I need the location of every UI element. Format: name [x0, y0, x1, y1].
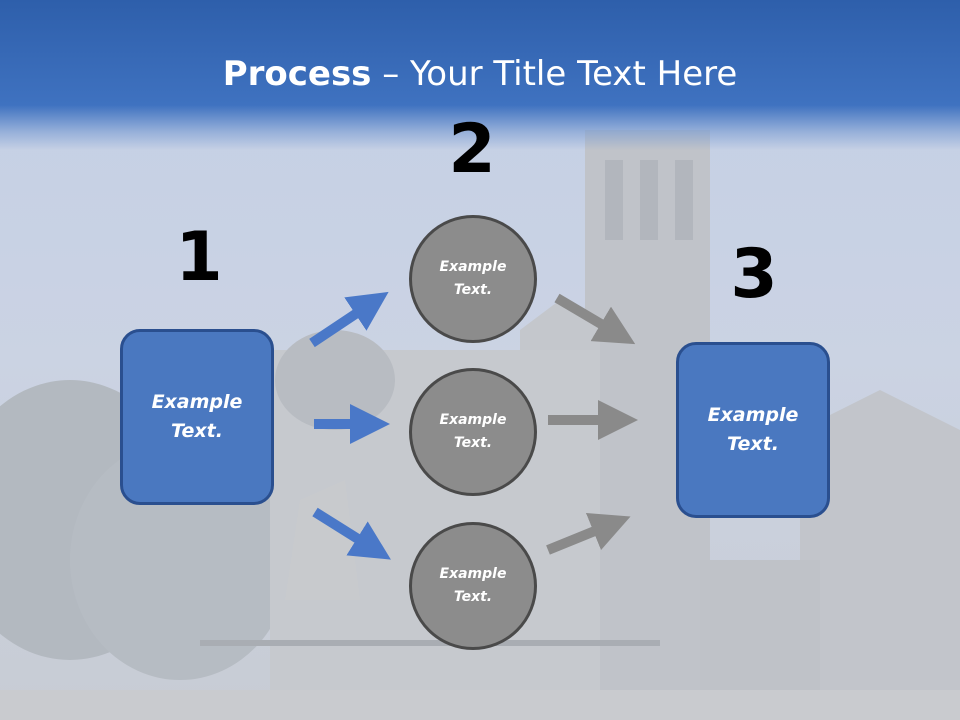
right-box-line1: Example — [707, 404, 799, 426]
step-number-3: 3 — [730, 235, 778, 314]
title-bold: Process — [222, 54, 372, 94]
left-box-line1: Example — [151, 391, 243, 413]
slide-title: Process – Your Title Text Here — [0, 52, 960, 96]
circle-top-line2: Text. — [453, 282, 493, 298]
circle-middle-line1: Example — [439, 412, 507, 428]
circle-bottom-line1: Example — [439, 566, 507, 582]
title-rest: – Your Title Text Here — [371, 54, 738, 94]
left-box-line2: Text. — [171, 420, 223, 442]
title-band — [0, 0, 960, 150]
circle-bottom-line2: Text. — [453, 589, 493, 605]
circle-top-line1: Example — [439, 259, 507, 275]
right-box-line2: Text. — [727, 433, 779, 455]
circle-middle-line2: Text. — [453, 435, 493, 451]
step-number-1: 1 — [175, 218, 223, 297]
step-number-2: 2 — [448, 110, 496, 189]
